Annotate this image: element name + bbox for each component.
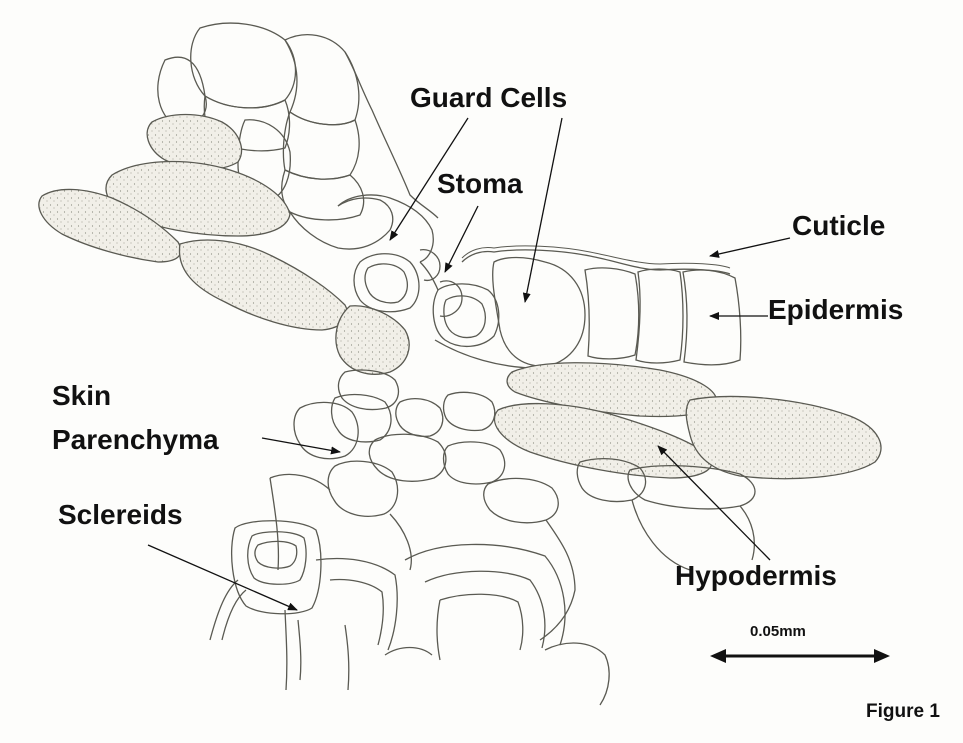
sclereid-wall <box>436 599 441 661</box>
hypodermis-arrow <box>657 445 771 561</box>
parenchyma-cell <box>395 397 444 438</box>
sclereid-wall <box>284 609 288 691</box>
hypodermis-cell <box>335 305 410 375</box>
skin-parenchyma-label-line1: Skin <box>52 380 112 411</box>
cell-wall <box>269 473 331 491</box>
epidermis-cell <box>584 267 640 360</box>
cell-wall <box>337 194 434 263</box>
sclereids-label: Sclereids <box>58 499 183 530</box>
parenchyma-cell <box>442 441 506 485</box>
guard-cell <box>432 283 500 347</box>
cell-wall <box>631 499 691 571</box>
cuticle-line <box>461 245 731 269</box>
epidermal-cell <box>289 197 394 250</box>
parenchyma-cell <box>337 369 400 411</box>
stoma-lip <box>419 249 441 282</box>
epidermis-cell <box>492 256 586 367</box>
sclereid-wall <box>297 619 302 681</box>
sclereid-wall <box>384 646 433 656</box>
sclereid-wall <box>344 624 350 691</box>
hypodermis-cell <box>178 239 348 331</box>
epidermis-cell <box>682 269 742 366</box>
epidermis-label: Epidermis <box>768 294 904 325</box>
stoma-pore <box>419 261 439 291</box>
cell-wall <box>539 519 576 641</box>
hypodermis-cell <box>146 113 243 170</box>
epidermal-cell <box>281 169 365 221</box>
sclereid <box>230 520 322 615</box>
sclereid <box>315 557 398 651</box>
scale-bar-arrowhead-left <box>710 649 726 663</box>
stoma-region <box>353 249 500 347</box>
scale-bar <box>710 649 890 663</box>
sclereid-lumen <box>424 570 546 649</box>
guard-cell-inner <box>364 263 409 304</box>
hypodermis-cells-right <box>493 362 882 480</box>
guard-cells-arrow-right <box>522 117 563 303</box>
sclereid-lumen <box>329 578 384 646</box>
cell-wall <box>739 505 755 561</box>
hypodermis-cell <box>685 395 882 480</box>
epidermis-cells-right <box>434 249 742 369</box>
parenchyma-cell <box>442 391 496 432</box>
guard-cells-label: Guard Cells <box>410 82 568 113</box>
leader-arrows <box>147 117 791 611</box>
epidermal-cell <box>284 34 360 126</box>
guard-cell-inner <box>443 295 487 339</box>
stoma-lip <box>439 280 463 317</box>
hypodermis-cell <box>38 188 182 263</box>
sclereids-arrow <box>147 544 298 611</box>
stoma-label: Stoma <box>437 168 523 199</box>
sclereid-lumen <box>247 531 307 585</box>
sclereid <box>404 543 566 646</box>
cell-wall <box>344 51 439 219</box>
parenchyma-cell <box>293 401 359 460</box>
skin-parenchyma-label-line2: Parenchyma <box>52 424 219 455</box>
epidermis-outer-wall <box>461 249 731 275</box>
skin-parenchyma-arrow <box>261 437 341 455</box>
guard-cell <box>353 253 420 313</box>
cell-wall <box>269 477 280 571</box>
figure-caption: Figure 1 <box>866 701 940 722</box>
sclereid <box>544 642 610 706</box>
scale-bar-label: 0.05mm <box>750 623 806 640</box>
parenchyma-cells <box>269 369 756 641</box>
cell-wall <box>389 513 412 571</box>
cuticle-arrow <box>709 237 791 258</box>
epidermis-cell <box>635 268 684 364</box>
scale-bar-arrowhead-right <box>874 649 890 663</box>
parenchyma-cell <box>483 477 559 524</box>
hypodermis-cells-left <box>38 113 410 375</box>
sclereid-lumen-inner <box>439 593 524 651</box>
parenchyma-cell <box>368 433 447 482</box>
epidermal-cell <box>190 22 297 109</box>
sclereid-lumen-inner <box>254 540 298 569</box>
stoma-arrow <box>444 205 479 273</box>
epidermal-cell <box>282 110 360 180</box>
parenchyma-cell <box>327 460 399 517</box>
guard-cells-arrow-left <box>389 117 469 241</box>
hypodermis-cell <box>493 402 713 479</box>
sclereid-wall <box>221 589 247 641</box>
parenchyma-cell <box>330 393 392 443</box>
hypodermis-label: Hypodermis <box>675 560 837 591</box>
cuticle-label: Cuticle <box>792 210 886 241</box>
